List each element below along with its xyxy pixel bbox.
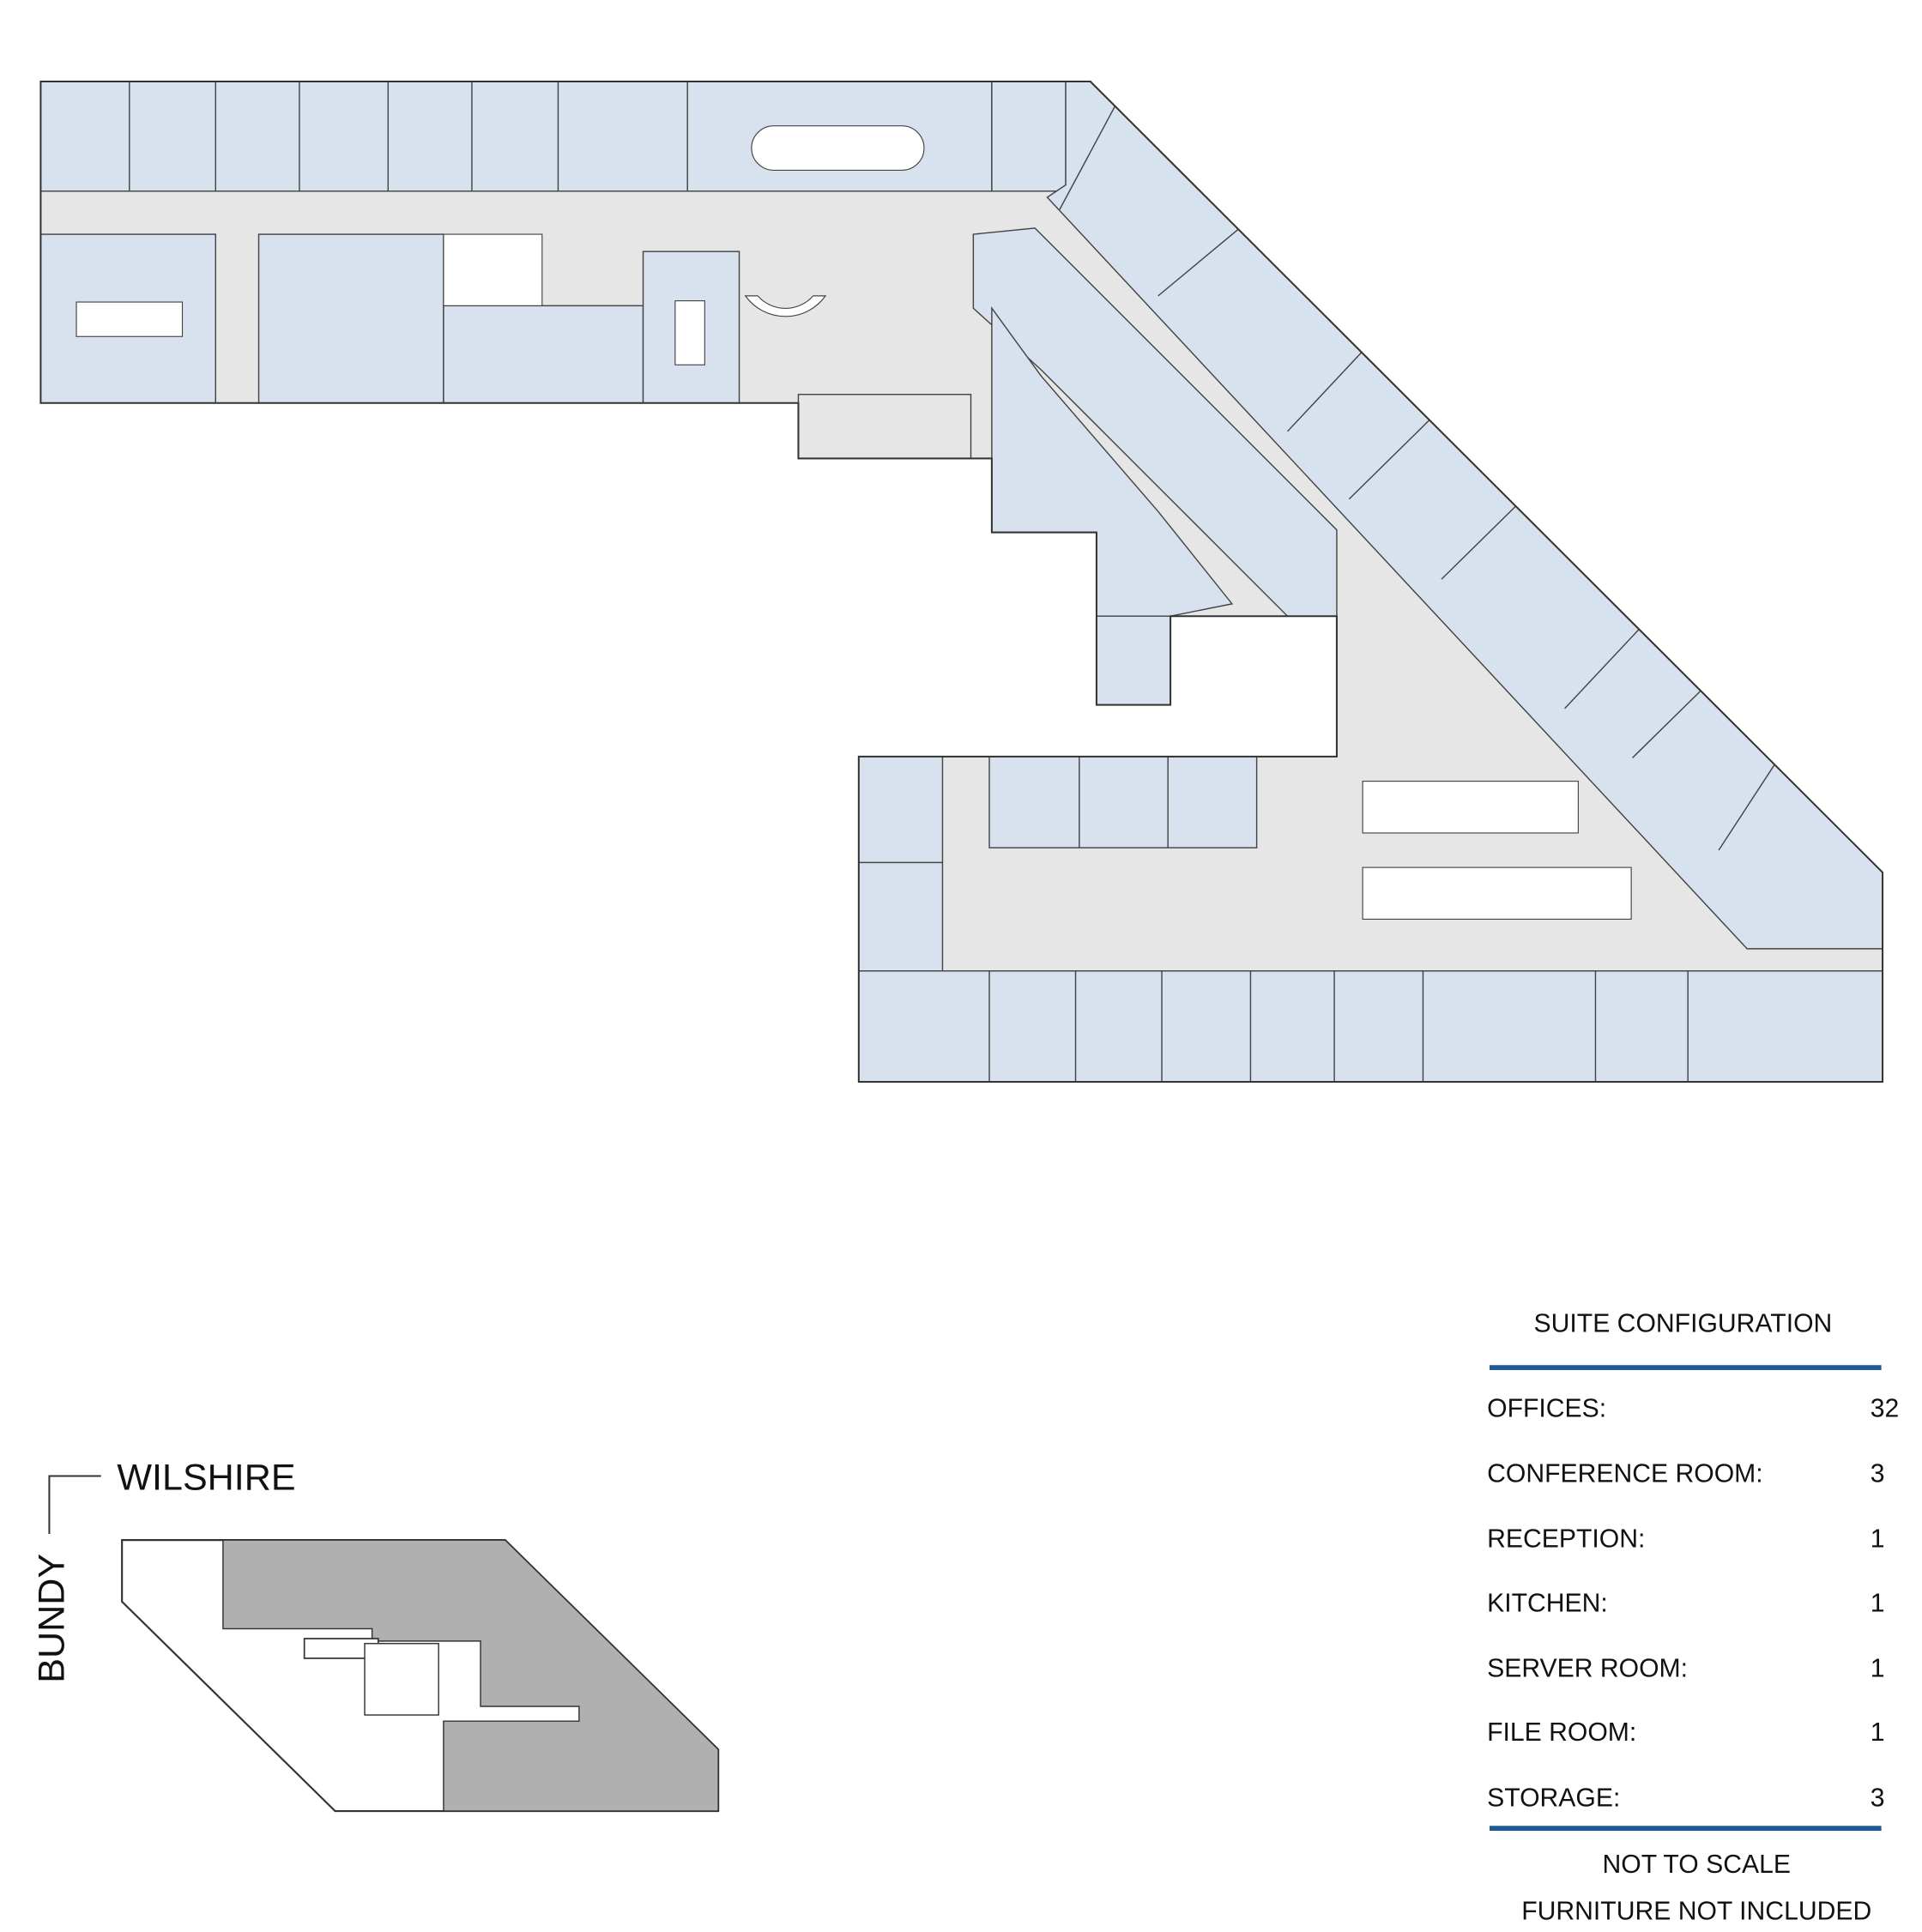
- reception-area: [797, 394, 972, 460]
- south-offices-row: [858, 970, 1883, 1083]
- not-to-scale-note: NOT TO SCALE: [1603, 1850, 1791, 1879]
- legend-rule-top: [1490, 1365, 1882, 1370]
- storage-room: [443, 305, 644, 404]
- legend-label: SERVER ROOM:: [1487, 1655, 1688, 1683]
- suite-location-highlight: [222, 1539, 719, 1812]
- legend-title: SUITE CONFIGURATION: [1534, 1309, 1833, 1337]
- legend-value: 1: [1871, 1718, 1885, 1747]
- west-offices-column: [858, 756, 944, 972]
- top-office-dividers: [129, 82, 559, 191]
- elevator-core: [364, 1643, 439, 1716]
- legend-row: RECEPTION: 1: [1487, 1525, 1884, 1554]
- kitchen-counter: [443, 233, 543, 306]
- key-plan: WILSHIRE BUNDY: [32, 1457, 720, 1813]
- legend-row: FILE ROOM: 1: [1487, 1718, 1884, 1747]
- legend-label: OFFICES:: [1487, 1395, 1606, 1423]
- legend-label: CONFERENCE ROOM:: [1487, 1460, 1763, 1488]
- legend-row: SERVER ROOM: 1: [1487, 1655, 1884, 1683]
- legend-value: 3: [1871, 1460, 1885, 1488]
- legend-value: 1: [1871, 1525, 1885, 1554]
- legend-row: KITCHEN: 1: [1487, 1589, 1884, 1617]
- suite-outline: [39, 81, 1883, 1083]
- legend-value: 1: [1871, 1655, 1885, 1683]
- suite-exterior-wall: [39, 81, 1884, 1083]
- legend-row: CONFERENCE ROOM: 3: [1487, 1460, 1884, 1488]
- south-office-dividers: [988, 970, 1689, 1082]
- legend-value: 3: [1871, 1784, 1885, 1812]
- server-room: [1096, 615, 1171, 706]
- diagonal-office-dividers: [1059, 106, 1775, 851]
- street-leader-line: [48, 1475, 101, 1534]
- legend-label: FILE ROOM:: [1487, 1718, 1636, 1747]
- legend-row: OFFICES: 32: [1487, 1395, 1899, 1423]
- legend-label: STORAGE:: [1487, 1784, 1620, 1812]
- top-offices-row: [39, 81, 688, 192]
- legend-value: 32: [1871, 1395, 1900, 1423]
- legend-value: 1: [1871, 1589, 1885, 1617]
- mid-offices-row: [988, 756, 1258, 848]
- legend-label: KITCHEN:: [1487, 1589, 1608, 1617]
- reception-desk: [744, 295, 827, 317]
- workstations: [1362, 781, 1632, 921]
- legend-rule-bottom: [1490, 1826, 1882, 1831]
- legend-label: RECEPTION:: [1487, 1525, 1645, 1554]
- legend-row: STORAGE: 3: [1487, 1784, 1884, 1812]
- corner-office: [991, 81, 1067, 192]
- furniture-note: FURNITURE NOT INCLUDED: [1521, 1897, 1871, 1925]
- street-label-wilshire: WILSHIRE: [117, 1457, 295, 1498]
- open-room: [257, 233, 444, 404]
- conference-table: [751, 125, 925, 171]
- suite-floor-plan: [39, 81, 1884, 1083]
- suite-configuration-legend: SUITE CONFIGURATION OFFICES: 32 CONFEREN…: [1487, 1309, 1899, 1925]
- conference-table-small: [674, 300, 705, 365]
- large-conference-room: [686, 81, 993, 192]
- conference-table-west: [76, 301, 184, 337]
- street-label-bundy: BUNDY: [32, 1554, 73, 1683]
